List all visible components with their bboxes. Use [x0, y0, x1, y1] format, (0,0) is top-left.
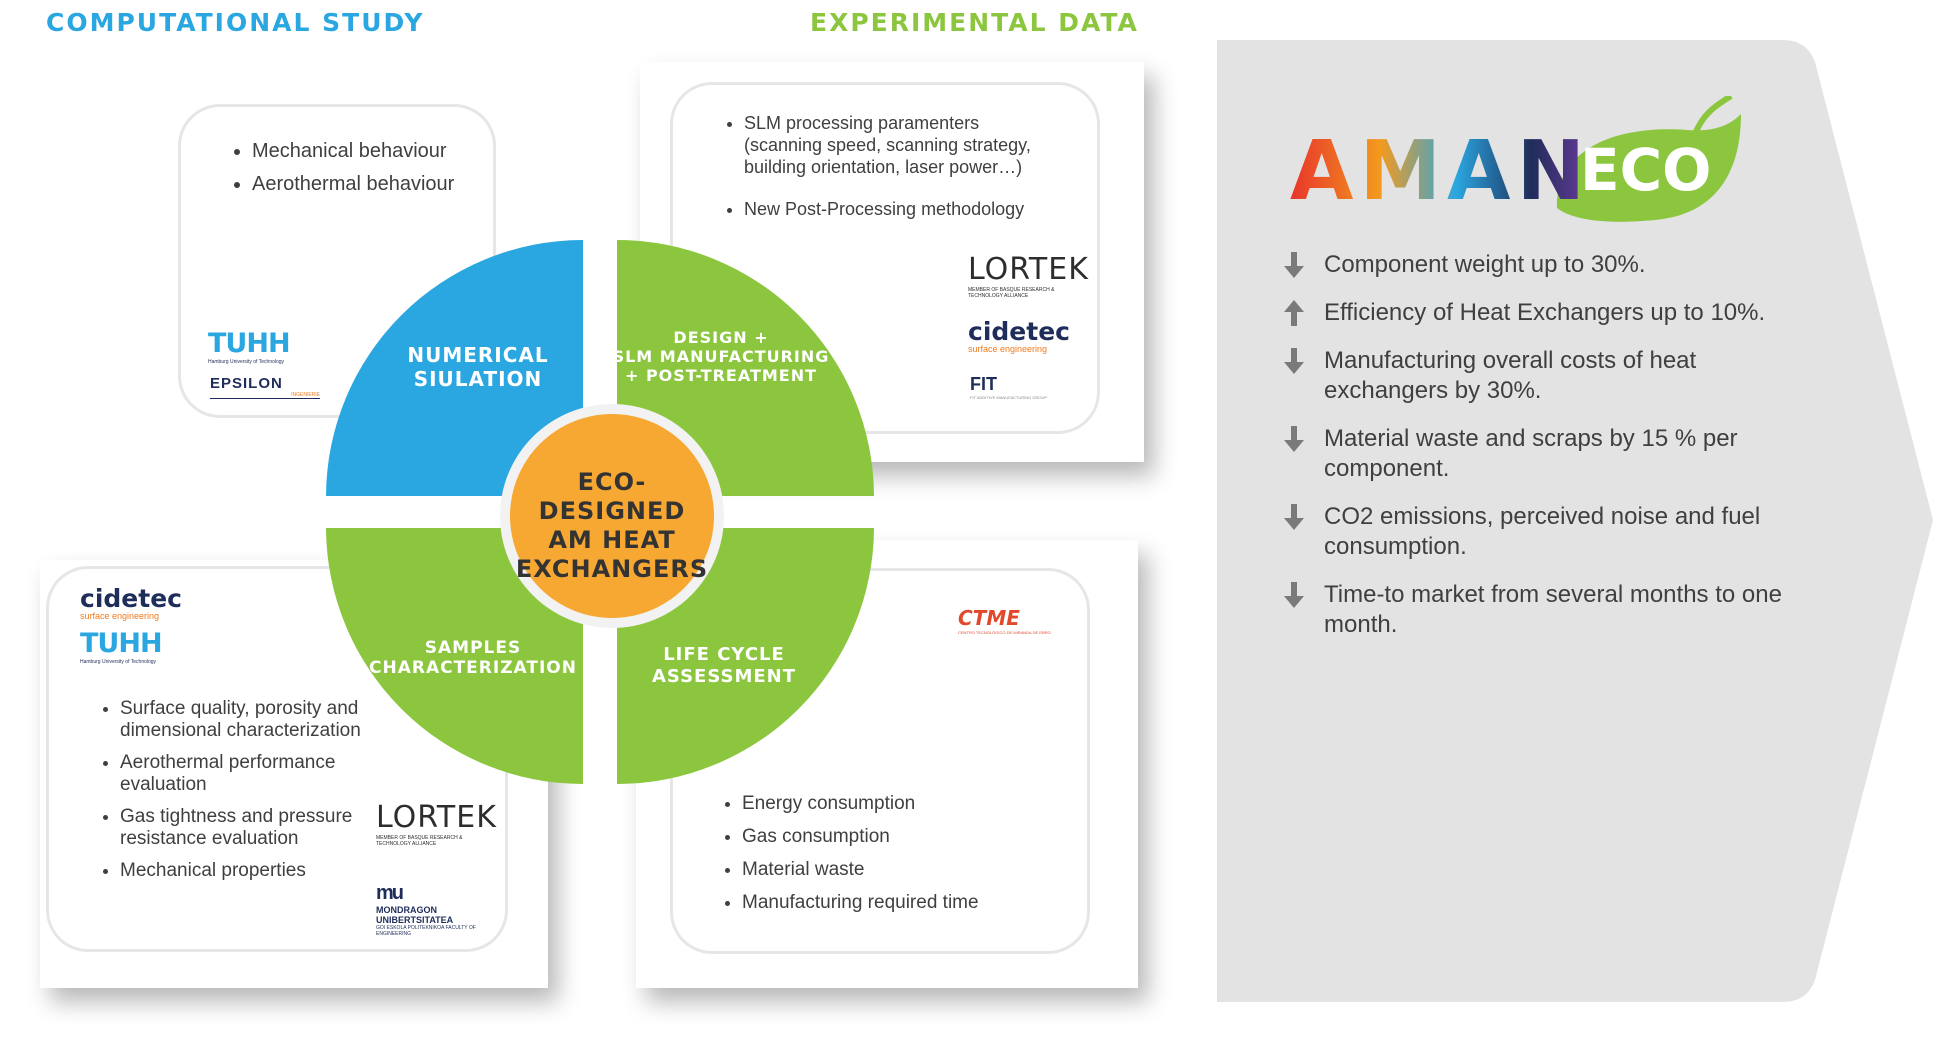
- arrow-down-icon: [1284, 504, 1304, 530]
- benefit-item: CO2 emissions, perceived noise and fuel …: [1280, 502, 1800, 562]
- bullet-item: Aerothermal behaviour: [252, 173, 532, 196]
- bullet-item: Mechanical behaviour: [252, 140, 532, 163]
- bullet-item: Energy consumption: [742, 792, 1062, 815]
- samples-petal: [326, 528, 583, 784]
- brand-eco: ECO: [1580, 136, 1712, 204]
- brand-aman: AMAN: [1290, 124, 1592, 219]
- benefit-item: Material waste and scraps by 15 % per co…: [1280, 424, 1800, 484]
- amaneco-logo: AMAN ECO: [1290, 96, 1760, 226]
- arrow-down-icon: [1284, 252, 1304, 278]
- process-wheel: [326, 240, 874, 784]
- mondragon-mark-icon: mu: [376, 882, 404, 904]
- arrow-down-icon: [1284, 582, 1304, 608]
- lifecycle-label: LIFE CYCLE ASSESSMENT: [651, 644, 796, 687]
- lortek-logo: LORTEK MEMBER OF BASQUE RESEARCH & TECHN…: [376, 800, 497, 847]
- bullet-item: Gas tightness and pressure resistance ev…: [120, 806, 420, 850]
- benefit-item: Manufacturing overall costs of heat exch…: [1280, 346, 1800, 406]
- card-bottom-right-bullets: Energy consumption Gas consumption Mater…: [718, 792, 1062, 924]
- bullet-item: Manufacturing required time: [742, 891, 1062, 914]
- cidetec-logo: cidetec surface engineering: [80, 584, 182, 621]
- center-label: ECO-DESIGNED AM HEAT EXCHANGERS: [515, 468, 709, 583]
- bullet-item: Surface quality, porosity and dimensiona…: [120, 698, 420, 742]
- experimental-data-header: EXPERIMENTAL DATA: [810, 8, 1139, 37]
- tuhh-logo: TUHH Hamburg University of Technology: [80, 628, 163, 665]
- epsilon-logo: EPSILON INGENIERIE: [210, 375, 320, 399]
- lortek-logo: LORTEK MEMBER OF BASQUE RESEARCH & TECHN…: [968, 252, 1089, 299]
- arrow-down-icon: [1284, 426, 1304, 452]
- fit-logo: FIT FIT ADDITIVE MANUFACTURING GROUP: [970, 374, 1048, 400]
- benefits-arrow-panel: [1217, 40, 1933, 1002]
- benefit-item: Efficiency of Heat Exchangers up to 10%.: [1280, 298, 1800, 328]
- arrow-up-icon: [1284, 300, 1304, 326]
- center-circle: [510, 414, 714, 618]
- computational-study-header: COMPUTATIONAL STUDY: [46, 8, 425, 37]
- samples-label: SAMPLES CHARACTERIZATION: [369, 638, 577, 678]
- cidetec-logo: cidetec surface engineering: [968, 317, 1070, 354]
- bullet-item: New Post-Processing methodology: [744, 198, 1044, 220]
- card-top-left: Mechanical behaviour Aerothermal behavio…: [150, 80, 532, 450]
- bullet-item: Mechanical properties: [120, 860, 420, 882]
- card-bottom-left-bullets: Surface quality, porosity and dimensiona…: [96, 698, 420, 892]
- bullet-item: Material waste: [742, 858, 1062, 881]
- card-top-right-bullets: SLM processing paramenters (scanning spe…: [720, 112, 1044, 230]
- benefit-item: Time-to market from several months to on…: [1280, 580, 1800, 640]
- leaf-icon: [1556, 96, 1741, 222]
- bullet-item: Aerothermal performance evaluation: [120, 752, 420, 796]
- benefit-item: Component weight up to 30%.: [1280, 250, 1800, 280]
- benefits-list: Component weight up to 30%. Efficiency o…: [1280, 250, 1800, 658]
- tuhh-logo: TUHH Hamburg University of Technology: [208, 328, 291, 365]
- bullet-item: Gas consumption: [742, 825, 1062, 848]
- ctme-logo: CTME CENTRO TECNOLÓGICO DE MIRANDA DE EB…: [958, 606, 1051, 635]
- card-top-left-bullets: Mechanical behaviour Aerothermal behavio…: [228, 140, 532, 206]
- arrow-down-icon: [1284, 348, 1304, 374]
- design-label: DESIGN + SLM MANUFACTURING + POST-TREATM…: [612, 328, 830, 385]
- mondragon-logo: mu MONDRAGON UNIBERTSITATEA GOI ESKOLA P…: [376, 882, 476, 937]
- numerical-simulation-label: NUMERICAL SIULATION: [407, 343, 549, 391]
- numerical-simulation-petal: [326, 240, 583, 496]
- bullet-item: SLM processing paramenters (scanning spe…: [744, 112, 1044, 178]
